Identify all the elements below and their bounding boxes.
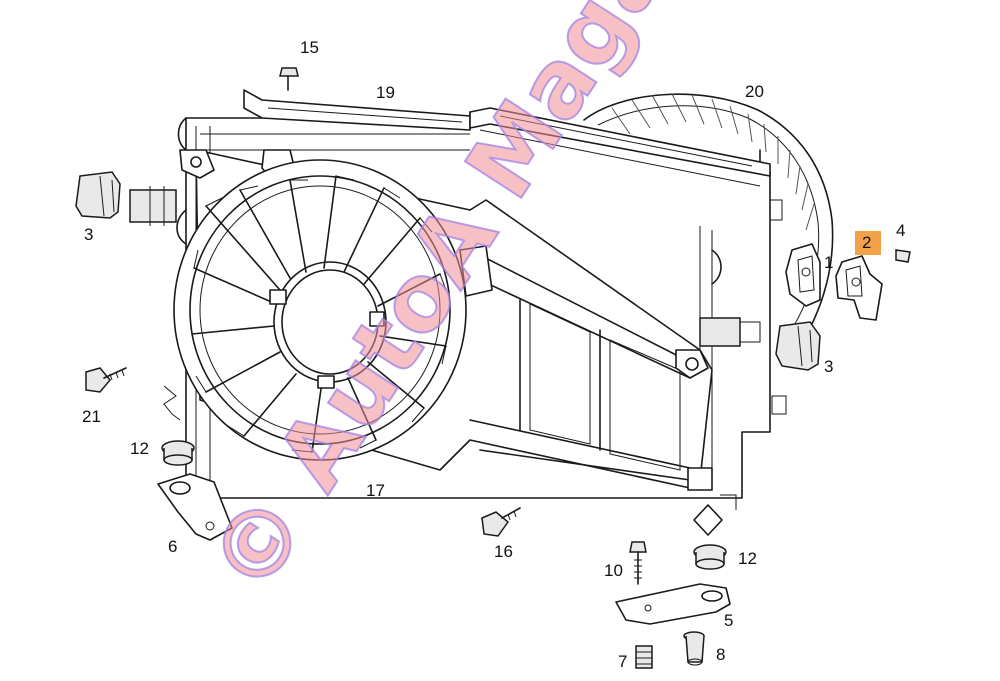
- callout-c4: 4: [896, 221, 905, 240]
- mount-rubber-3-left: [75, 171, 121, 219]
- callout-c5: 5: [724, 611, 733, 630]
- mount-rubber-3-right: [775, 321, 821, 371]
- callout-c2: 2: [862, 233, 871, 252]
- insert-8: [683, 631, 705, 666]
- callout-c6: 6: [168, 537, 177, 556]
- nut-7: [635, 645, 653, 669]
- callout-c15: 15: [300, 38, 319, 57]
- callout-c19: 19: [376, 83, 395, 102]
- callout-c12b: 12: [738, 549, 757, 568]
- screw-4: [895, 249, 911, 263]
- callout-c1: 1: [824, 253, 833, 272]
- bolt-10: [629, 541, 647, 585]
- bolt-16: [481, 507, 521, 537]
- clip: [163, 385, 181, 421]
- callout-c3b: 3: [824, 357, 833, 376]
- callout-c21: 21: [82, 407, 101, 426]
- bracket-1: [785, 243, 821, 307]
- callout-highlight-box: [855, 231, 881, 255]
- bracket-6: [157, 473, 233, 541]
- callout-c17: 17: [366, 481, 385, 500]
- bolt-15: [279, 67, 299, 91]
- callout-c7: 7: [618, 652, 627, 671]
- callout-c8: 8: [716, 645, 725, 664]
- callout-c12a: 12: [130, 439, 149, 458]
- bracket-2: [835, 255, 883, 321]
- callout-c20: 20: [745, 82, 764, 101]
- callout-c16: 16: [494, 542, 513, 561]
- fan-assembly: [173, 159, 467, 461]
- bolt-21: [85, 367, 127, 393]
- callout-c10: 10: [604, 561, 623, 580]
- callout-c3a: 3: [84, 225, 93, 244]
- grommet-12-left: [161, 440, 195, 466]
- bracket-5: [615, 583, 731, 625]
- upper-rail-19: [243, 89, 771, 177]
- grommet-12-right: [693, 544, 727, 570]
